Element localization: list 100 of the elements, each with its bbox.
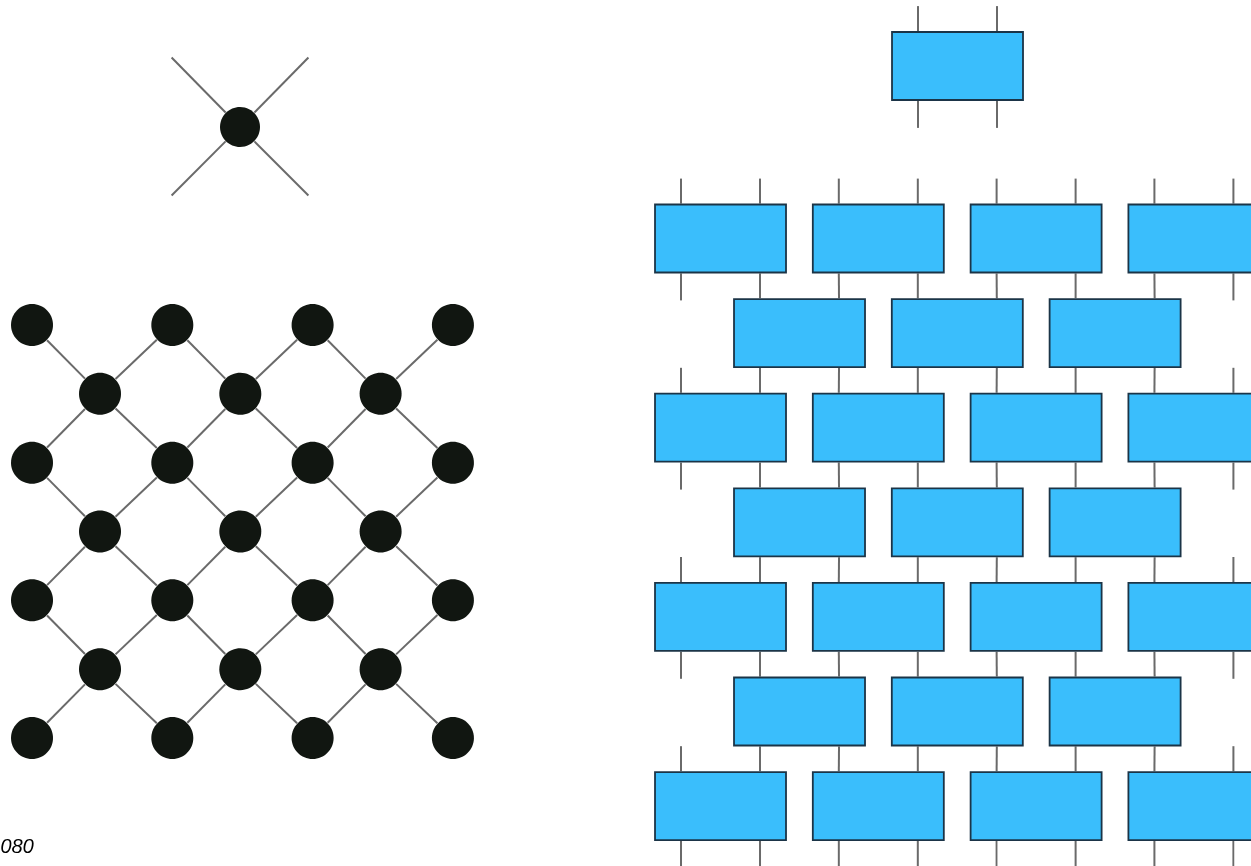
connector-line [326,614,367,655]
gate-box [891,31,1024,101]
connector-line [837,272,840,300]
connector-line [46,614,86,655]
lattice-dot [79,648,121,691]
leg-line [680,461,682,491]
leg-line [996,5,998,33]
connector-line [1074,367,1077,394]
connector-line [395,338,439,381]
connector-line [114,545,158,587]
lattice-dot [11,304,53,346]
connector-line [837,461,840,489]
connector-line [759,367,761,394]
connector-line [916,272,919,300]
connector-line [837,367,840,394]
leg-line [759,840,761,866]
connector-line [995,367,998,394]
connector-line [995,556,998,583]
connector-line [46,408,86,449]
connector-line [1153,367,1156,394]
connector-line [916,556,919,583]
leg-line [680,650,682,680]
gate-box [1127,392,1251,463]
lattice-dot [431,441,474,484]
gate-box [1048,298,1182,368]
connector-line [186,683,227,724]
gate-box [969,203,1103,274]
connector-line [1074,461,1077,489]
leg-line [170,140,227,197]
connector-line [186,476,227,518]
lattice-dot [151,716,194,759]
gate-box [890,676,1024,747]
leg-line [1232,556,1235,583]
leg-line [680,840,682,866]
gate-box [1048,487,1182,558]
connector-line [254,476,299,518]
leg-line [1232,745,1235,773]
connector-line [46,683,86,724]
gate-box [890,298,1024,368]
connector-line [837,556,840,583]
leg-line [1074,840,1077,866]
gate-box [890,487,1024,558]
lattice-dot [11,441,53,484]
gate-box [654,582,787,652]
leg-line [680,177,682,205]
connector-line [254,614,299,656]
connector-line [1153,556,1156,583]
lattice-dot [431,716,474,759]
leg-line [1232,650,1235,680]
lattice-dot [431,304,474,346]
leg-line [1232,840,1235,866]
connector-line [759,650,761,678]
leg-line [916,177,919,205]
vertex-dot [220,107,260,147]
connector-line [1074,272,1077,300]
connector-line [1074,650,1077,678]
gate-box [733,676,866,747]
gate-box [1127,771,1251,841]
leg-line [680,366,682,394]
leg-line [1074,177,1077,205]
connector-line [395,682,439,725]
gate-box [811,582,945,652]
lattice-dot [11,579,53,622]
connector-line [114,338,158,381]
connector-line [46,476,86,518]
connector-line [254,407,299,449]
leg-line [1232,177,1235,205]
gate-box [811,771,945,841]
leg-line [170,56,227,114]
connector-line [395,614,439,656]
lattice-dot [359,510,402,553]
leg-line [996,99,998,129]
leg-line [837,177,840,205]
connector-line [46,339,86,380]
leg-line [680,745,682,773]
connector-line [916,650,919,678]
connector-line [254,338,299,381]
connector-line [326,545,367,587]
gate-box [969,771,1103,841]
connector-line [837,745,840,773]
leg-line [1232,272,1235,302]
gate-box [733,487,866,558]
connector-line [759,272,761,300]
lattice-dot [291,579,334,622]
connector-line [1153,745,1156,773]
lattice-dot [151,579,194,622]
connector-line [114,682,158,725]
gate-box [733,298,866,368]
gate-box [969,392,1103,463]
connector-line [916,745,919,773]
connector-line [395,476,439,518]
leg-line [837,840,840,866]
connector-line [186,545,227,587]
connector-line [254,545,299,587]
leg-line [680,272,682,302]
leg-line [1232,366,1235,394]
connector-line [186,408,227,449]
lattice-dot [219,510,262,553]
lattice-dot [291,716,334,759]
leg-line [1232,461,1235,491]
